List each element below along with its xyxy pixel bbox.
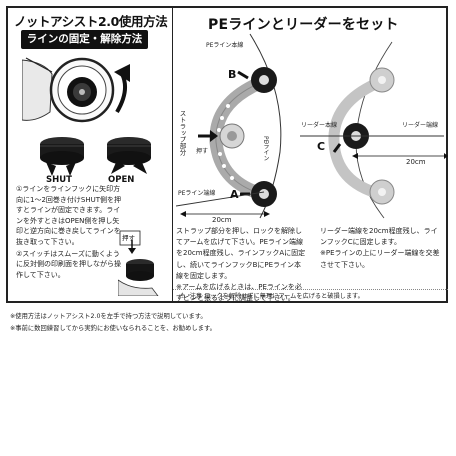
push-switch-illustration [118,230,159,296]
pe-line-setup-diagram [176,33,282,219]
hook-a-label: A [230,188,239,201]
leader-main-line-label: リーダー本線 [301,122,338,129]
pe-main-line-label: PEライン本線 [206,42,244,49]
shut-switch-illustration [40,137,84,176]
push-label-diagram: 押す [196,148,209,155]
footer-note-2: ※事前に数回練習してから実釣にお使いなられることを、お勧めします。 [10,325,216,332]
shut-label: SHUT [46,175,72,185]
device-hand-illustration [22,52,130,124]
leader-instruction-text: リーダー端線を20cm程度残し、ラインフックCに固定します。 [320,227,438,247]
pe-end-line-label: PEライン端線 [178,190,216,197]
step-2-text: ②スイッチはスムーズに動くように反対側の印刷面を押しながら操作して下さい。 [16,249,121,279]
caution-bar: ⚠注意 ロックを解除せずに無理にアームを広げると破損します。 [173,289,448,302]
open-label: OPEN [108,175,135,185]
usage-steps: ①ラインをラインフックに矢印方向に1～2回巻き付けSHUT側を押すとラインが固定… [16,184,121,281]
push-label: 押す [122,234,135,242]
caution-text: 注意 ロックを解除せずに無理にアームを広げると破損します。 [189,293,364,300]
section-title-badge: ラインの固定・解除方法 [21,30,148,49]
strap-part-label: ストラップ部分 [178,110,186,156]
leader-instruction-note: ※PEラインの上にリーダー端線を交差させて下さい。 [320,249,440,269]
pe-instructions: ストラップ部分を押し、ロックを解除してアームを広げて下さい。PEライン端線を20… [176,226,306,304]
distance-label-2: 20cm [406,158,426,166]
pe-instruction-text: ストラップ部分を押し、ロックを解除してアームを広げて下さい。PEライン端線を20… [176,227,306,280]
footer-note-1: ※使用方法はノットアシスト2.0を左手で持つ方法で説明しています。 [10,313,207,320]
warning-icon: ⚠ [179,291,186,300]
hook-b-label: B [228,68,237,81]
open-switch-illustration [107,137,151,174]
left-panel: ノットアシスト2.0使用方法 ラインの固定・解除方法 SHUT [8,8,173,301]
leader-end-line-label: リーダー端線 [402,122,439,129]
pe-line-vertical-label: PEライン [262,136,269,162]
instruction-card: ノットアシスト2.0使用方法 ラインの固定・解除方法 SHUT [6,6,448,303]
right-section-title: PEラインとリーダーをセット [208,17,399,33]
distance-label-1: 20cm [212,216,232,224]
hook-c-label: C [317,140,326,153]
leader-instructions: リーダー端線を20cm程度残し、ラインフックCに固定します。 ※PEラインの上に… [320,226,444,271]
page-title: ノットアシスト2.0使用方法 [14,14,168,29]
leader-setup-diagram [300,41,448,219]
pe-instruction-note: ※アームを広げるときは、PEラインを必ずピンと張るように調整して下さい。 [176,283,302,303]
step-1-text: ①ラインをラインフックに矢印方向に1～2回巻き付けSHUT側を押すとラインが固定… [16,185,122,246]
